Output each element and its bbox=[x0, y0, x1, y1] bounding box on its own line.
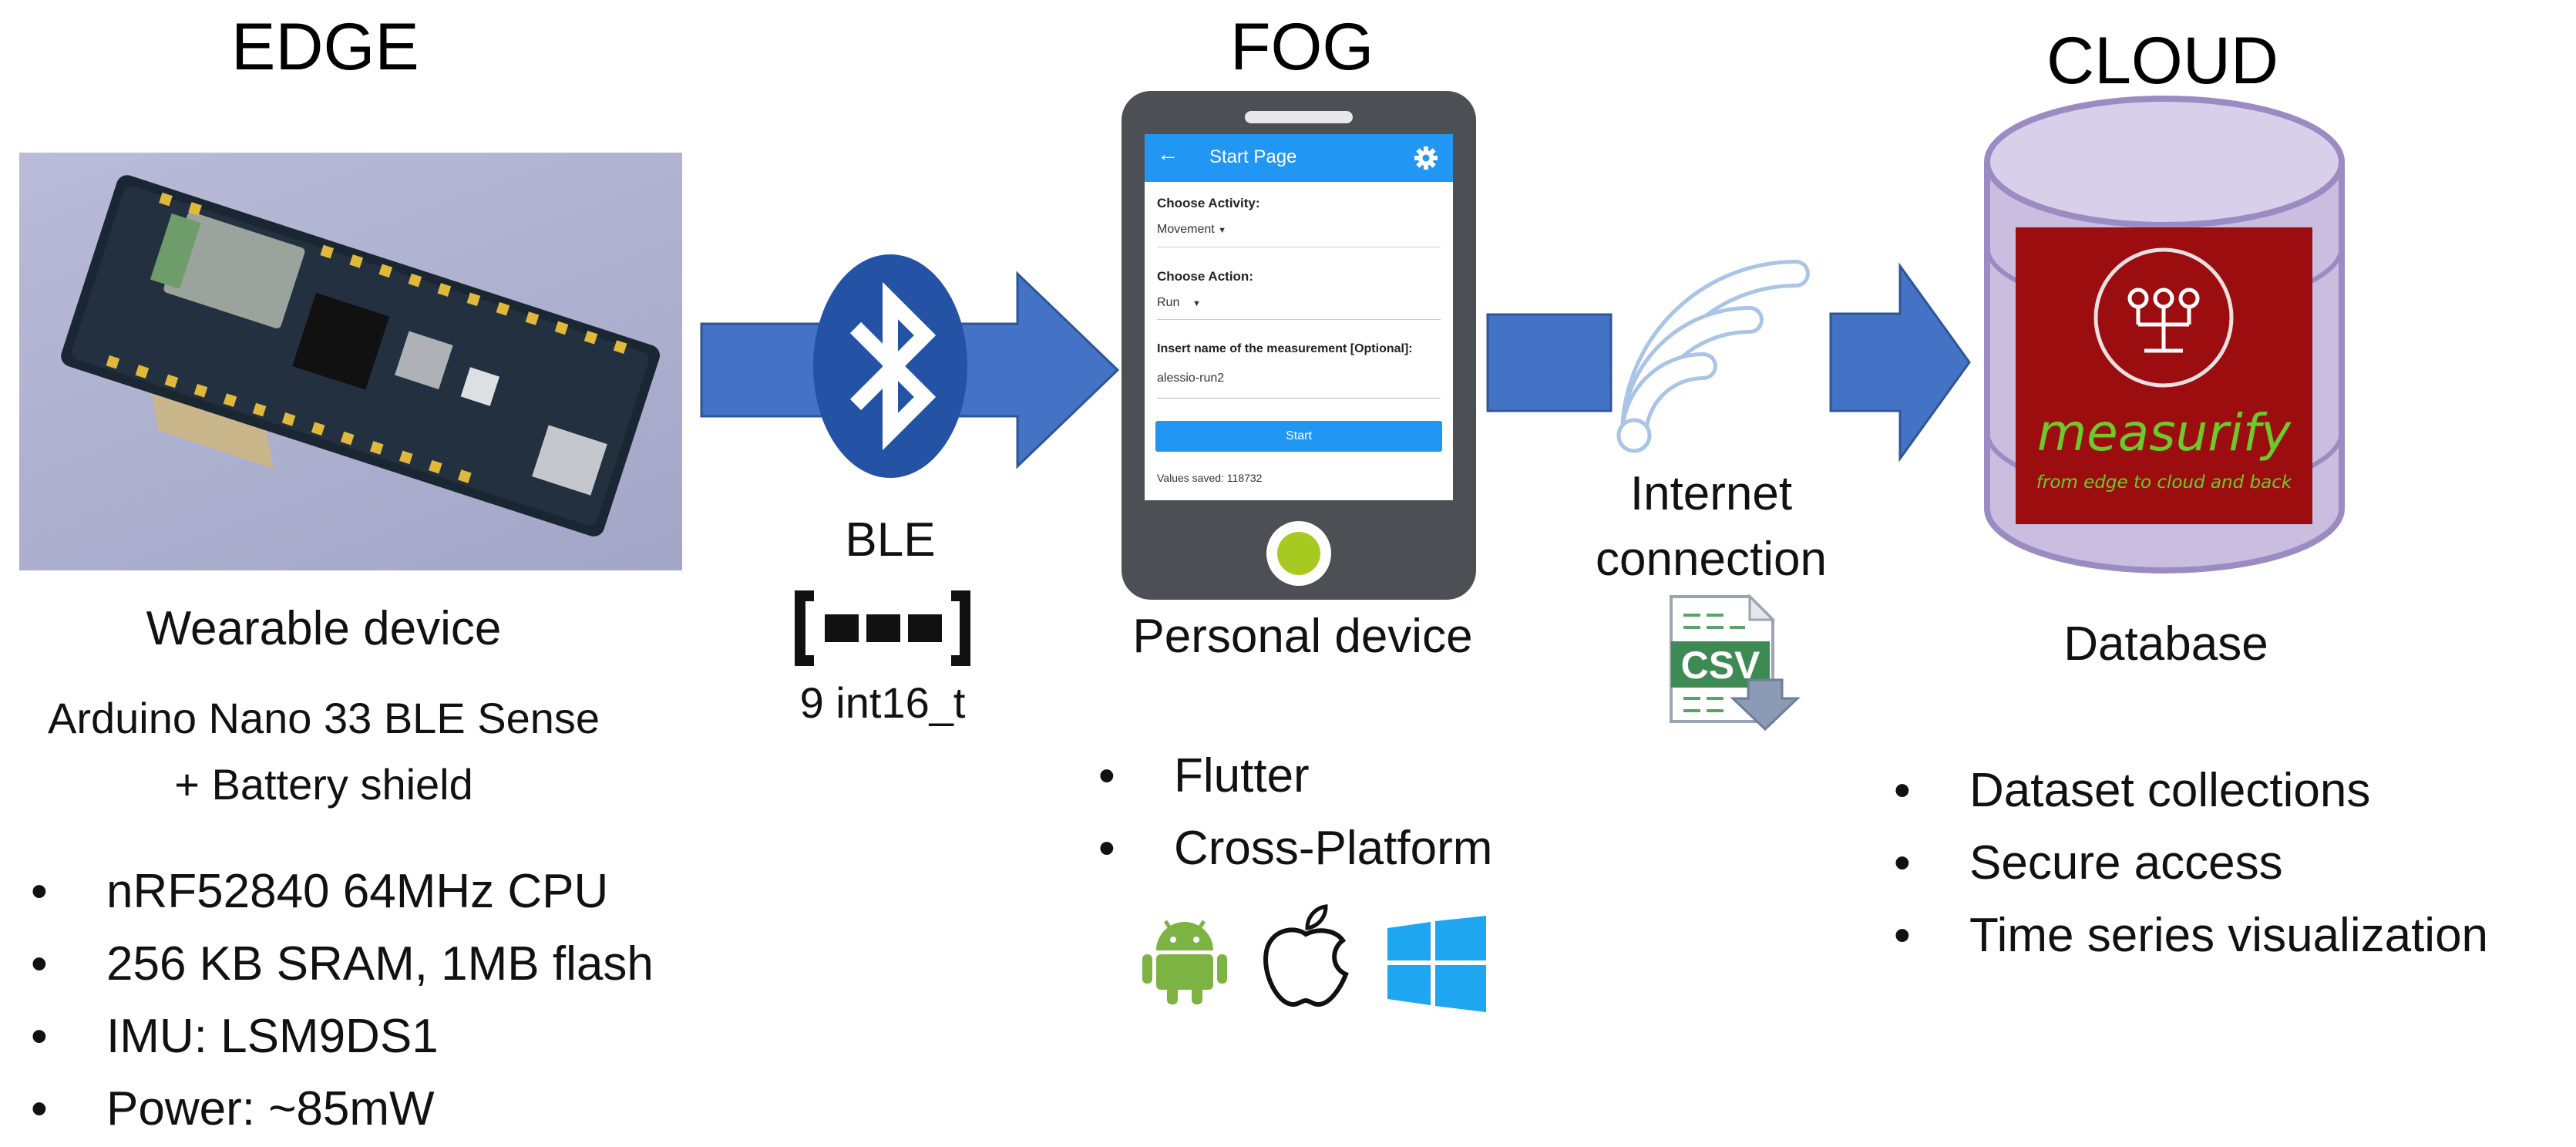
app-header: ← Start Page bbox=[1145, 134, 1453, 182]
home-button[interactable] bbox=[1266, 521, 1331, 586]
activity-select[interactable]: Movement ▼ bbox=[1157, 223, 1226, 237]
cloud-feature-item: Secure access bbox=[1894, 827, 2488, 900]
android-icon bbox=[1142, 920, 1227, 1004]
personal-device-label: Personal device bbox=[1132, 610, 1473, 663]
dropdown-caret-icon: ▼ bbox=[1218, 226, 1227, 235]
wearable-device-label: Wearable device bbox=[146, 602, 502, 655]
database-label: Database bbox=[2063, 617, 2268, 671]
app-screen: ← Start Page Choose Activity: Movement ▼… bbox=[1145, 134, 1453, 500]
board-name-line2: + Battery shield bbox=[174, 760, 473, 809]
divider bbox=[1157, 319, 1441, 320]
spec-item: IMU: LSM9DS1 bbox=[31, 1001, 654, 1073]
phone-speaker bbox=[1245, 111, 1353, 123]
ble-label: BLE bbox=[845, 513, 936, 567]
internet-label-line2: connection bbox=[1596, 533, 1827, 586]
start-button[interactable]: Start bbox=[1155, 421, 1442, 452]
measurify-emblem-icon bbox=[2093, 247, 2234, 388]
spec-item: nRF52840 64MHz CPU bbox=[31, 856, 654, 928]
internet-to-cloud-arrow bbox=[1829, 262, 1971, 462]
settings-gear-icon[interactable] bbox=[1414, 146, 1438, 170]
spec-item: 256 KB SRAM, 1MB flash bbox=[31, 928, 654, 1001]
pcb-board-icon bbox=[61, 175, 661, 536]
fog-feature-list: Flutter Cross-Platform bbox=[1098, 740, 1492, 885]
measurify-tagline: from edge to cloud and back bbox=[2036, 473, 2292, 493]
measurement-label: Insert name of the measurement [Optional… bbox=[1157, 342, 1413, 355]
wifi-signal-icon bbox=[1616, 260, 1810, 453]
csv-badge-text: CSV bbox=[1680, 644, 1760, 687]
action-select[interactable]: Run ▼ bbox=[1157, 296, 1201, 310]
fog-title: FOG bbox=[1230, 10, 1374, 84]
payload-label: 9 int16_t bbox=[799, 678, 966, 727]
measurement-name-input[interactable]: alessio-run2 bbox=[1157, 372, 1441, 399]
edge-title: EDGE bbox=[231, 10, 419, 84]
smartphone: ← Start Page Choose Activity: Movement ▼… bbox=[1122, 91, 1476, 600]
wearable-device-image bbox=[19, 153, 682, 570]
apple-icon bbox=[1263, 904, 1349, 1007]
back-arrow-icon[interactable]: ← bbox=[1157, 142, 1179, 166]
cloud-title: CLOUD bbox=[2046, 24, 2279, 98]
file-page-icon bbox=[1670, 594, 1801, 732]
csv-file-icon: CSV bbox=[1665, 594, 1804, 732]
fog-to-cloud-bar bbox=[1486, 313, 1613, 412]
cloud-feature-item: Time series visualization bbox=[1894, 900, 2488, 972]
activity-select-value: Movement bbox=[1157, 223, 1215, 236]
measurify-logo: measurify from edge to cloud and back bbox=[2016, 227, 2312, 524]
values-saved-text: Values saved: 118732 bbox=[1157, 472, 1263, 484]
measurify-logo-text: measurify bbox=[2036, 403, 2292, 462]
spec-item: Power: ~85mW bbox=[31, 1073, 654, 1145]
fog-feature-item: Cross-Platform bbox=[1098, 812, 1492, 885]
internet-label-line1: Internet bbox=[1629, 467, 1793, 520]
cloud-feature-item: Dataset collections bbox=[1894, 755, 2488, 827]
edge-spec-list: nRF52840 64MHz CPU 256 KB SRAM, 1MB flas… bbox=[31, 856, 654, 1145]
dropdown-caret-icon: ▼ bbox=[1182, 299, 1201, 308]
packet-icon bbox=[795, 590, 970, 666]
windows-icon bbox=[1387, 916, 1486, 1012]
action-select-value: Run bbox=[1157, 296, 1180, 309]
fog-feature-item: Flutter bbox=[1098, 740, 1492, 812]
action-label: Choose Action: bbox=[1157, 269, 1253, 284]
activity-label: Choose Activity: bbox=[1157, 196, 1260, 210]
measurement-name-value: alessio-run2 bbox=[1157, 372, 1225, 385]
bluetooth-icon bbox=[813, 254, 967, 478]
cloud-feature-list: Dataset collections Secure access Time s… bbox=[1894, 755, 2488, 972]
app-header-title: Start Page bbox=[1209, 146, 1297, 167]
board-name-line1: Arduino Nano 33 BLE Sense bbox=[47, 694, 600, 742]
